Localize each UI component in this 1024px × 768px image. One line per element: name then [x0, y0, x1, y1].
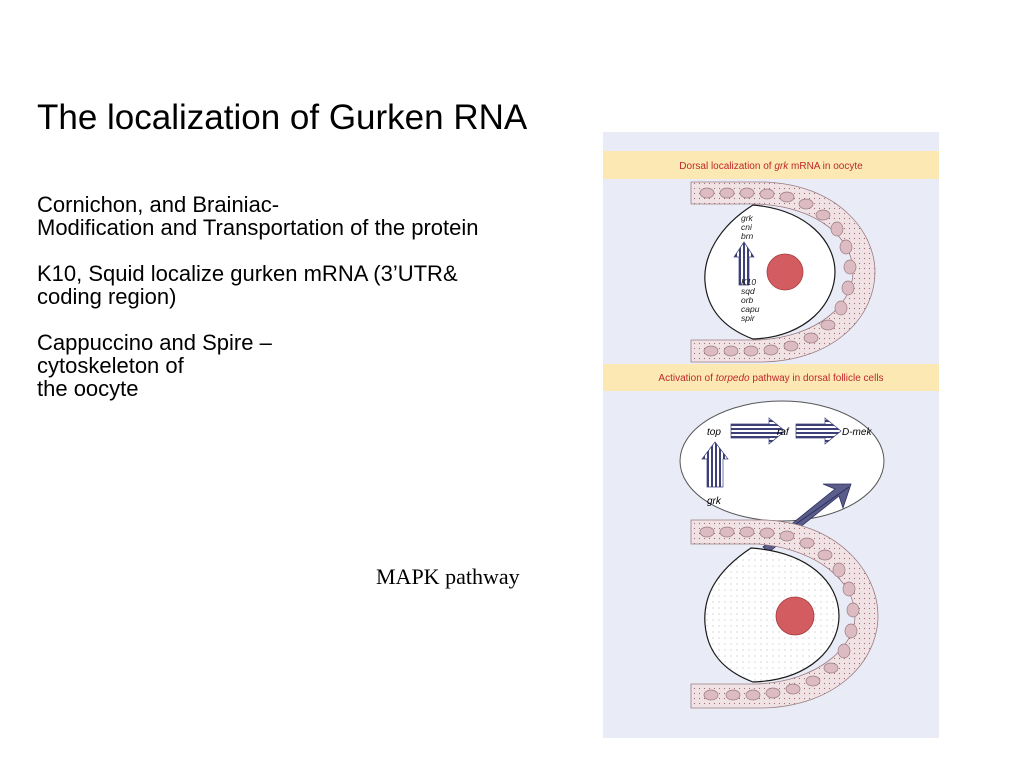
- genes-below-arrow: K10 sqd orb capu spir: [741, 277, 760, 323]
- figure-canvas: Dorsal localization of grk mRNA in oocyt…: [603, 132, 939, 738]
- top-panel-header: Dorsal localization of grk mRNA in oocyt…: [679, 161, 863, 172]
- ligand-label: grk: [707, 496, 722, 507]
- paragraph-cappuccino-spire: Cappuccino and Spire – cytoskeleton of t…: [37, 331, 479, 400]
- oocyte-bottom: [704, 547, 840, 683]
- nucleus-icon: [766, 253, 804, 291]
- mapk-pathway-label: MAPK pathway: [376, 564, 520, 589]
- paragraph-cornichon-brainiac: Cornichon, and Brainiac- Modification an…: [37, 193, 479, 239]
- striped-arrow-icon: [701, 441, 729, 488]
- paragraph-line: Cappuccino and Spire –: [37, 330, 272, 355]
- gene-label: K10: [741, 277, 756, 287]
- follicle-cells-top: [699, 187, 857, 357]
- slide-title: The localization of Gurken RNA: [37, 98, 528, 137]
- striped-arrow-icon: [795, 417, 842, 445]
- gene-label: spir: [741, 313, 756, 323]
- gene-label: brn: [741, 231, 754, 241]
- striped-arrow-icon: [730, 417, 786, 445]
- top-panel-header-band: [603, 151, 939, 179]
- pathway-label-top: top: [707, 427, 721, 438]
- paragraph-line: Cornichon, and Brainiac-: [37, 192, 280, 217]
- gene-label: capu: [741, 304, 760, 314]
- paragraph-line: cytoskeleton of: [37, 353, 184, 378]
- follicle-epithelium-top: [690, 181, 876, 363]
- bottom-panel-header-band: [603, 364, 939, 391]
- follicle-epithelium-bottom: [690, 519, 879, 709]
- gene-label: sqd: [741, 286, 755, 296]
- pathway-label-dmek: D-mek: [842, 427, 872, 438]
- slide-body: Cornichon, and Brainiac- Modification an…: [37, 193, 479, 423]
- paragraph-line: the oocyte: [37, 376, 139, 401]
- nucleus-icon: [775, 596, 815, 636]
- paragraph-line: coding region): [37, 284, 177, 309]
- gene-label: cni: [741, 222, 753, 232]
- paragraph-k10-squid: K10, Squid localize gurken mRNA (3’UTR& …: [37, 262, 479, 308]
- gene-label: grk: [741, 213, 754, 223]
- striped-arrow-icon: [733, 241, 755, 286]
- paragraph-line: Modification and Transportation of the p…: [37, 215, 479, 240]
- gene-label: orb: [741, 295, 754, 305]
- pathway-label-raf: raf: [777, 427, 790, 438]
- paragraph-line: K10, Squid localize gurken mRNA (3’UTR&: [37, 261, 458, 286]
- gurken-figure: Dorsal localization of grk mRNA in oocyt…: [603, 132, 939, 738]
- genes-above-arrow: grk cni brn: [741, 213, 754, 241]
- follicle-cells-bottom: [699, 526, 860, 701]
- bottom-panel-header: Activation of torpedo pathway in dorsal …: [658, 373, 883, 384]
